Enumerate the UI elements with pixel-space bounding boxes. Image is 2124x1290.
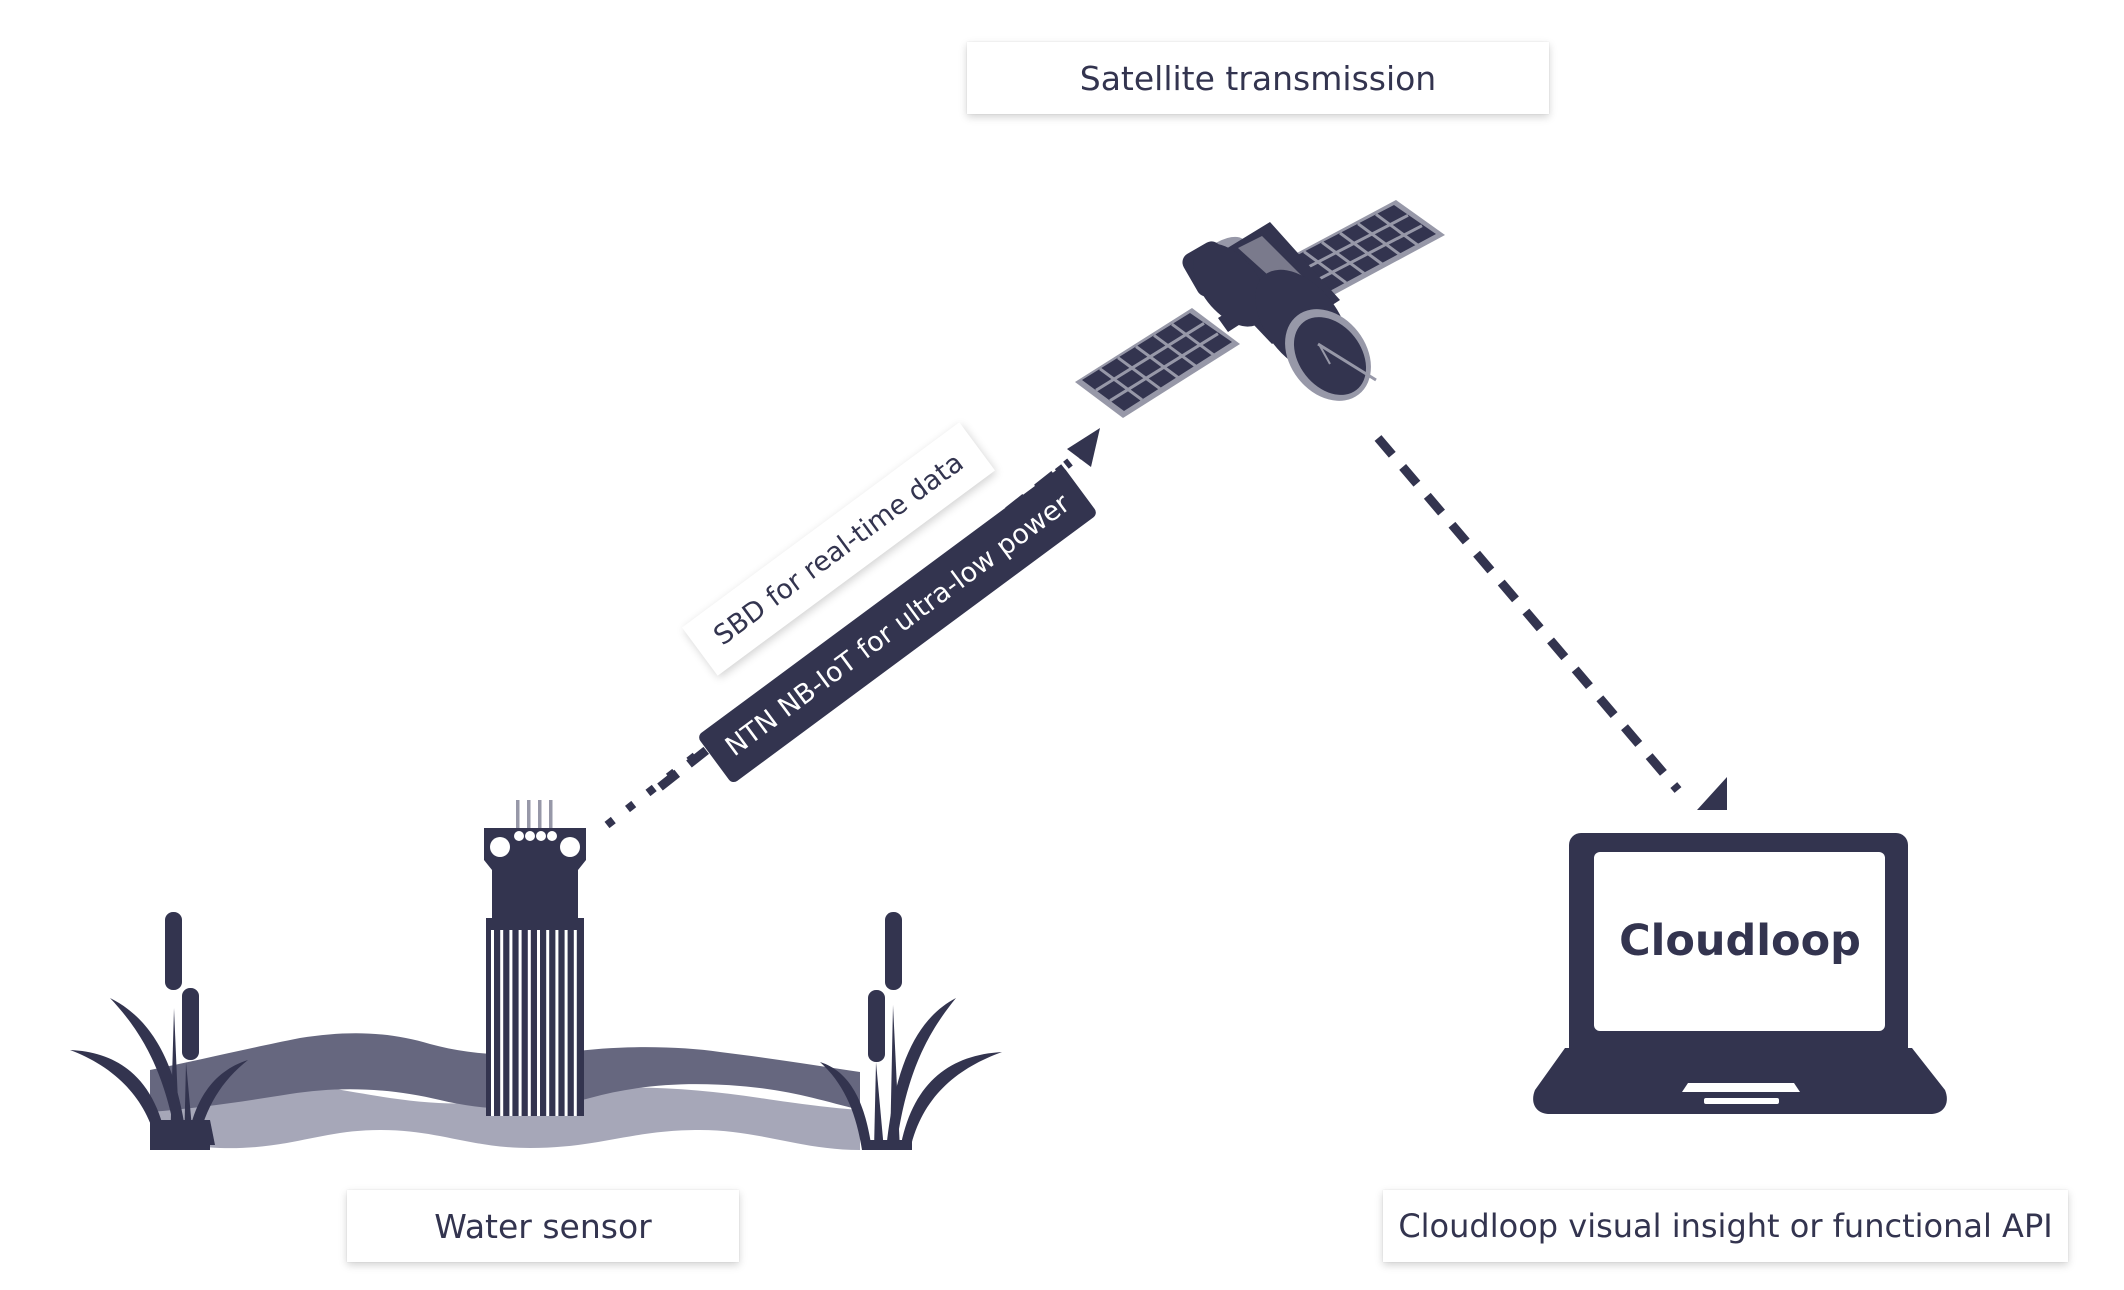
cattail-plant-right xyxy=(820,912,1002,1150)
downlink-arrowhead xyxy=(1697,777,1727,810)
water-sensor-scene xyxy=(70,800,1002,1150)
uplink-arrowhead xyxy=(1067,428,1100,467)
laptop-base xyxy=(1533,1048,1947,1114)
cattail-plant-left xyxy=(70,912,248,1150)
downlink-arrow xyxy=(1374,435,1727,810)
satellite-transmission-label: Satellite transmission xyxy=(967,42,1549,114)
laptop-screen-logo-text: Cloudloop xyxy=(1619,916,1861,966)
satellite-icon xyxy=(1075,200,1445,418)
laptop-icon: Cloudloop xyxy=(1533,833,1947,1114)
water-sensor-probe xyxy=(484,800,586,1116)
cloudloop-label: Cloudloop visual insight or functional A… xyxy=(1383,1190,2068,1262)
laptop-screen xyxy=(1594,852,1885,1031)
water-light-wave xyxy=(150,1083,860,1150)
laptop-touchpad xyxy=(1682,1083,1800,1092)
water-sensor-label: Water sensor xyxy=(347,1190,739,1262)
